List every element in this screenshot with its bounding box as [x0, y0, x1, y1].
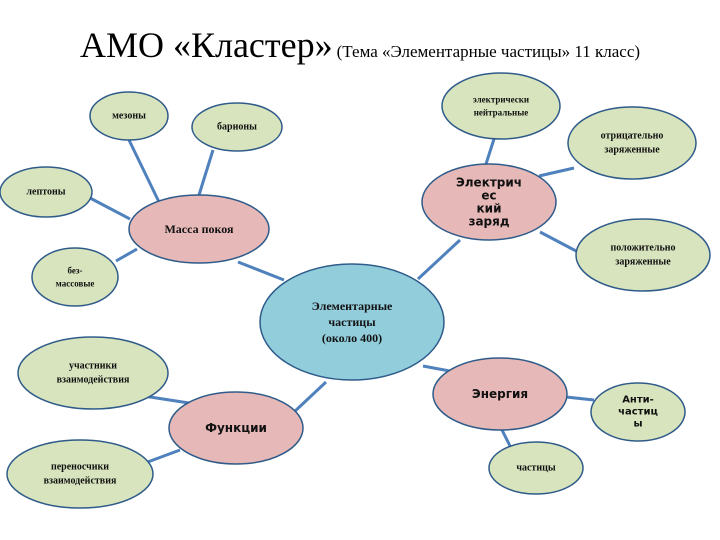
connector-line — [197, 149, 215, 196]
node-participants: участники взаимодействия — [17, 336, 169, 410]
node-ellipse — [575, 218, 711, 292]
node-mass: Масса покоя — [128, 194, 270, 264]
node-carriers: переносчики взаимодействия — [6, 439, 154, 509]
node-ellipse — [17, 336, 169, 410]
node-label-line: заряд — [468, 215, 509, 229]
node-label-line: Электрич — [456, 176, 522, 190]
slide-title: АМО «Кластер» (Тема «Элементарные частиц… — [0, 24, 720, 66]
node-label-line: массовые — [56, 279, 95, 289]
connector-line — [565, 395, 595, 402]
node-label-line: частицы — [328, 315, 376, 329]
node-functions: Функции — [168, 391, 304, 465]
node-ellipse — [31, 247, 119, 307]
node-label-line: лептоны — [26, 187, 65, 198]
node-label-line: электрически — [473, 95, 529, 105]
title-main: АМО «Кластер» — [79, 25, 333, 65]
node-ellipse — [432, 357, 568, 431]
node-ellipse — [6, 439, 154, 509]
node-label-line: взаимодействия — [44, 476, 117, 487]
node-label-line: мезоны — [112, 111, 146, 122]
node-mesons: мезоны — [89, 91, 169, 141]
node-ellipse — [590, 382, 686, 442]
node-ellipse — [0, 166, 93, 218]
nodes: Элементарные частицы (около 400) Масса поко… — [0, 72, 711, 509]
connector-line — [500, 429, 512, 447]
node-energy: Энергия — [432, 357, 568, 431]
node-ellipse — [168, 391, 304, 465]
node-label-line: кий — [477, 202, 502, 216]
node-ellipse — [441, 72, 561, 140]
connector-line — [89, 196, 131, 221]
node-label-line: ы — [633, 419, 642, 430]
node-label-line: заряженные — [615, 257, 671, 268]
connector-line — [115, 247, 138, 263]
node-ellipse — [488, 441, 584, 495]
node-particles: частицы — [488, 441, 584, 495]
node-label-line: взаимодействия — [57, 375, 130, 386]
node-label-line: частиц — [618, 407, 658, 418]
title-subtitle: (Тема «Элементарные частицы» 11 класс) — [336, 42, 641, 61]
connector-line — [539, 230, 579, 254]
connector-line — [484, 138, 496, 165]
node-label-line: Элементарные — [312, 299, 393, 313]
node-ellipse — [128, 194, 270, 264]
node-label-line: заряженные — [604, 145, 660, 156]
connector-line — [291, 380, 328, 415]
node-label-line: частицы — [516, 463, 556, 474]
node-ellipse — [191, 102, 283, 152]
node-label-line: без- — [68, 266, 83, 276]
connector-line — [144, 448, 181, 465]
node-label-line: Масса покоя — [164, 222, 234, 236]
node-label-line: отрицательно — [601, 131, 664, 142]
node-massless: без-массовые — [31, 247, 119, 307]
node-baryons: барионы — [191, 102, 283, 152]
connector-line — [416, 238, 462, 281]
connector-line — [127, 139, 161, 203]
node-neutral: электрически нейтральные — [441, 72, 561, 140]
node-ellipse — [421, 163, 557, 241]
node-label-line: положительно — [610, 243, 675, 254]
node-label-line: Функции — [205, 421, 267, 435]
node-ellipse — [567, 106, 697, 180]
node-label-line: (около 400) — [322, 331, 382, 345]
connector-line — [237, 260, 285, 282]
edges — [89, 138, 595, 465]
node-label-line: переносчики — [51, 462, 109, 473]
node-label-line: ес — [481, 189, 496, 203]
node-label-line: барионы — [217, 122, 257, 133]
node-negative: отрицательно заряженные — [567, 106, 697, 180]
node-label-line: участники — [69, 361, 117, 372]
node-label-line: Энергия — [472, 387, 528, 401]
node-label-line: Анти- — [622, 395, 654, 406]
node-antiparticles: Анти-частицы — [590, 382, 686, 442]
node-label-line: нейтральные — [474, 108, 529, 118]
node-ellipse — [89, 91, 169, 141]
node-leptons: лептоны — [0, 166, 93, 218]
node-ellipse — [259, 263, 445, 381]
node-positive: положительно заряженные — [575, 218, 711, 292]
node-center: Элементарные частицы (около 400) — [259, 263, 445, 381]
connector-line — [538, 166, 575, 178]
